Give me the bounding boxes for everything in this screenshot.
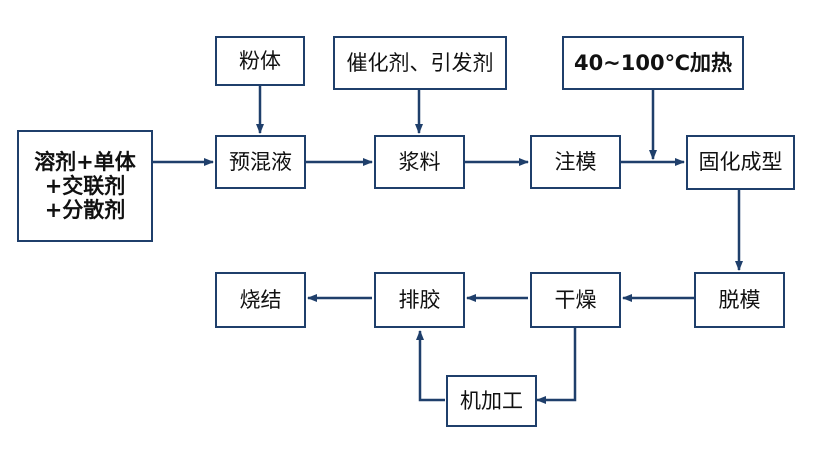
node-powder: 粉体 <box>215 36 305 86</box>
node-injection: 注模 <box>530 135 621 189</box>
node-solvent-monomer: 溶剂+单体 +交联剂 +分散剂 <box>17 130 153 242</box>
node-premix: 预混液 <box>215 135 306 189</box>
node-demolding: 脱模 <box>694 272 785 328</box>
node-debinding: 排胶 <box>374 272 465 328</box>
node-sintering: 烧结 <box>215 272 306 328</box>
node-curing: 固化成型 <box>686 135 795 190</box>
node-catalyst-initiator: 催化剂、引发剂 <box>333 36 507 90</box>
arrow-machining-to-debinding <box>416 330 445 402</box>
arrow-drying-to-machining <box>536 328 577 404</box>
node-heating: 40~100℃加热 <box>562 36 744 90</box>
node-machining: 机加工 <box>446 375 537 427</box>
node-slurry: 浆料 <box>374 135 465 189</box>
node-drying: 干燥 <box>530 272 621 328</box>
